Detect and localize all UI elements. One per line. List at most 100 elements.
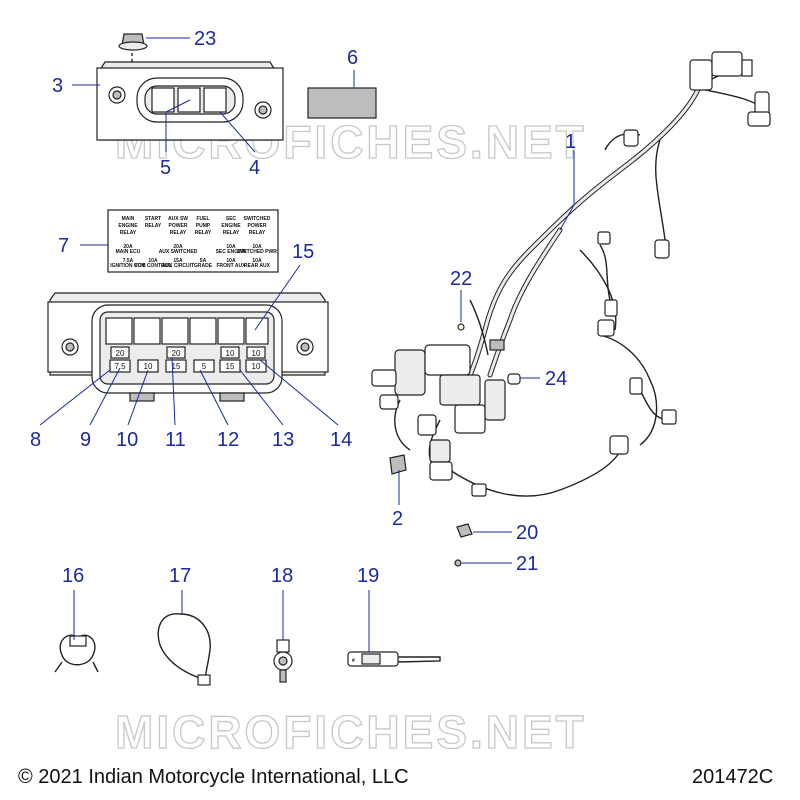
- callout-8: 8: [30, 429, 41, 451]
- decal-header-text: START: [145, 216, 161, 222]
- diagram-id: 201472C: [692, 766, 773, 788]
- rubber-cap: [118, 33, 148, 51]
- decal-header-text: PUMP: [196, 223, 211, 229]
- decal-header-text: MAIN: [122, 216, 135, 222]
- fuse-value: 5: [202, 362, 207, 371]
- callout-17: 17: [169, 565, 191, 587]
- callout-5: 5: [160, 157, 171, 179]
- decal-row1-text: MAIN ECU: [116, 249, 141, 255]
- callout-16: 16: [62, 565, 84, 587]
- watermark-bottom: MICROFICHES.NET: [115, 706, 587, 758]
- decal-header-text: RELAY: [195, 230, 212, 236]
- decal-row2-text: FRONT AUX: [217, 263, 247, 269]
- callout-6: 6: [347, 47, 358, 69]
- callout-23: 23: [194, 28, 216, 50]
- callout-13: 13: [272, 429, 294, 451]
- callout-3: 3: [52, 75, 63, 97]
- ring-terminal: [273, 639, 293, 683]
- fuse-value: 10: [252, 349, 261, 358]
- decal-header-text: RELAY: [223, 230, 240, 236]
- decal-header-text: AUX SW: [168, 216, 188, 222]
- fuse-value: 10: [226, 349, 235, 358]
- fuse-box: 20 20 10 10 7.5 10 15 5 15 10: [47, 292, 329, 402]
- callout-22: 22: [450, 268, 472, 290]
- callout-2: 2: [392, 508, 403, 530]
- decal-row2-text: 7.5A: [123, 258, 134, 264]
- decal-header-text: POWER: [169, 223, 188, 229]
- decal-header-text: SWITCHED: [244, 216, 271, 222]
- fuse-slot: [110, 346, 130, 359]
- decal-row2-text: AUX CIRCUIT: [162, 263, 194, 269]
- decal-header-text: ENGINE: [221, 223, 241, 229]
- hose-clamp: [54, 634, 99, 673]
- fuse-slot: [245, 359, 267, 373]
- callout-15: 15: [292, 241, 314, 263]
- fuse-slot: [137, 359, 159, 373]
- callout-1: 1: [565, 131, 576, 153]
- blank-label: [307, 87, 377, 119]
- fuse-slot: [246, 346, 266, 359]
- decal-row2-text: 15A: [173, 258, 183, 264]
- decal-row1-text: SEC ENGINE: [216, 249, 248, 255]
- decal-header-text: ENGINE: [118, 223, 138, 229]
- callout-12: 12: [217, 429, 239, 451]
- fuse-slot: [165, 359, 187, 373]
- decal-header-text: POWER: [248, 223, 267, 229]
- decal-header-text: SEC: [226, 216, 237, 222]
- leader-lines: [39, 37, 575, 652]
- decal-row2-text: IGNITION COIL: [110, 263, 146, 269]
- decal-row1-text: 10A: [226, 244, 236, 250]
- decal-row2-text: 10A: [226, 258, 236, 264]
- callouts: 1 2 3 4 5 6 7 8 9 10 11 12 13 14 15 16 1…: [30, 28, 576, 587]
- decal-header-text: RELAY: [170, 230, 187, 236]
- fuse-value: 20: [116, 349, 125, 358]
- copyright-text: © 2021 Indian Motorcycle International, …: [18, 766, 409, 788]
- fuse-slot: [109, 359, 131, 373]
- svg-text:#: #: [352, 658, 355, 664]
- callout-20: 20: [516, 522, 538, 544]
- harness-grommet: [507, 373, 521, 385]
- ground-clip: [389, 454, 407, 475]
- fuse-slot: [219, 359, 241, 373]
- callout-7: 7: [58, 235, 69, 257]
- decal-row2-text: 10A: [252, 258, 262, 264]
- decal-row2-text: REAR AUX: [244, 263, 271, 269]
- callout-19: 19: [357, 565, 379, 587]
- terminal-connector: #: [347, 651, 441, 667]
- fuse-value: 15: [226, 362, 235, 371]
- callout-11: 11: [165, 429, 186, 451]
- callout-4: 4: [249, 157, 260, 179]
- fuse-slot: [193, 359, 215, 373]
- nut-21: [454, 559, 462, 567]
- callout-21: 21: [516, 553, 538, 575]
- fuse-value: 20: [172, 349, 181, 358]
- callout-10: 10: [116, 429, 138, 451]
- clip-20: [456, 523, 473, 538]
- decal-row2-text: GRADE: [194, 263, 213, 269]
- decal-row1-text: SWITCHED PWR: [237, 249, 277, 255]
- fuse-value: 10: [252, 362, 261, 371]
- decal-header-text: RELAY: [145, 223, 162, 229]
- cable-tie: [157, 613, 211, 686]
- decal-row2-text: VCM CONTROL: [134, 263, 171, 269]
- decal-row1-text: AUX SWITCHED: [159, 249, 198, 255]
- main-wire-harness: [371, 51, 771, 497]
- callout-24: 24: [545, 368, 567, 390]
- decal-row1-text: 20A: [123, 244, 133, 250]
- decal-row2-text: 5A: [200, 258, 207, 264]
- decal-row1-text: 20A: [173, 244, 183, 250]
- decal-row1-text: 10A: [252, 244, 262, 250]
- decal-header-text: RELAY: [120, 230, 137, 236]
- fuse-value: 15: [172, 362, 181, 371]
- small-nut: [457, 323, 465, 331]
- callout-14: 14: [330, 429, 352, 451]
- fuse-value: 10: [144, 362, 153, 371]
- relay-housing: [96, 50, 284, 141]
- fuse-slot: [220, 346, 240, 359]
- fuse-value: 7.5: [114, 362, 126, 371]
- callout-9: 9: [80, 429, 91, 451]
- callout-18: 18: [271, 565, 293, 587]
- decal-row2-text: 10A: [148, 258, 158, 264]
